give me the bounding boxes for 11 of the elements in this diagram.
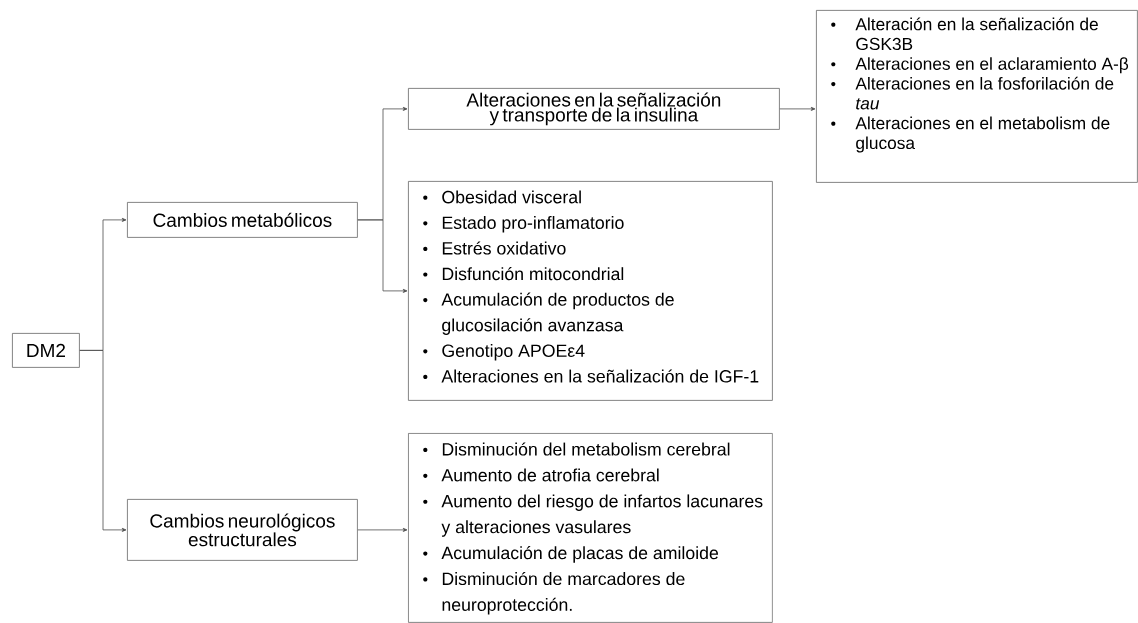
arrow — [779, 106, 816, 111]
process-box: Alteraciones en la señalización y transporte de la insulina — [408, 88, 780, 130]
arrow — [357, 219, 408, 293]
process-box: Cambios metabólicos — [127, 202, 358, 238]
process-box: Cambios neurológicos estructurales — [127, 499, 358, 561]
bullet-list-box: Disminución del metabolism cerebral Aumento de atrofia cerebral Aumento del riesgo de infartos lacunares y alteraciones vasulares Acumulación de placas de amiloide Disminución de marcadores de neuroprotección. — [408, 433, 773, 623]
bullet-list-box: Alteración en la señalización de GSK3B Alteraciones en el aclaramiento A-β Alteraciones en la fosforilación de tau Alteraciones en el metabolism de glucosa — [816, 10, 1138, 183]
bullet-list-box: Obesidad visceral Estado pro-inflamatorio Estrés oxidativo Disfunción mitocondrial Acumulación de productos de glucosilación avanzasa Genotipo APOEε4 Alteraciones en la señalización de IGF-1 — [408, 181, 773, 401]
process-box: DM2 — [12, 333, 80, 368]
arrow — [79, 350, 127, 532]
arrow — [357, 527, 408, 532]
